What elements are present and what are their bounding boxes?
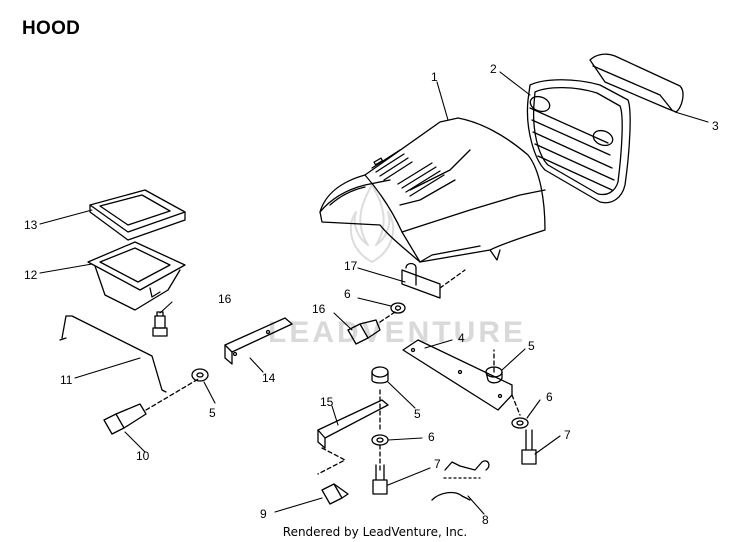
- callout-16-left: 16: [218, 292, 232, 306]
- part-15-strap: [317, 399, 389, 449]
- part-13-seat-pad: [89, 189, 186, 241]
- part-6-washer-lower: [371, 434, 389, 446]
- callout-15: 15: [320, 395, 334, 409]
- leader-dashed-4: [493, 349, 521, 416]
- part-12-tray: [87, 241, 186, 311]
- callout-7-lower: 7: [434, 457, 441, 471]
- leader-lines: [39, 71, 709, 515]
- callout-14: 14: [262, 371, 276, 385]
- callout-13: 13: [24, 218, 38, 232]
- callout-1: 1: [431, 70, 438, 84]
- part-7-bolt-right: [521, 429, 537, 465]
- callout-16-center: 16: [312, 302, 326, 316]
- part-5-nut-right: [485, 366, 503, 384]
- leader-dashed-5: [317, 447, 346, 475]
- part-7-bolt-lower: [372, 464, 388, 495]
- callout-6-lower: 6: [428, 430, 435, 444]
- part-17-hinge: [401, 262, 441, 299]
- part-6-washer-right: [511, 417, 529, 429]
- callout-5-center: 5: [414, 407, 421, 421]
- part-1-hood: [319, 117, 546, 263]
- callout-6-right: 6: [546, 390, 553, 404]
- leader-dashed-3: [379, 309, 399, 323]
- part-5-nut-center: [371, 366, 389, 384]
- part-6-washer-upper: [390, 302, 406, 314]
- footer-credit: Rendered by LeadVenture, Inc.: [282, 525, 468, 539]
- callout-12: 12: [24, 268, 38, 282]
- callout-8: 8: [482, 513, 489, 527]
- part-10-bolt: [103, 403, 147, 435]
- part-16-bolt-center: [347, 319, 381, 345]
- callout-5-left: 5: [209, 406, 216, 420]
- callout-11: 11: [60, 373, 73, 387]
- callout-5-right: 5: [528, 339, 535, 353]
- callout-7-right: 7: [564, 428, 571, 442]
- callout-2: 2: [490, 62, 497, 76]
- part-5-nut-left: [191, 368, 209, 382]
- part-2-grille: [526, 79, 631, 204]
- part-3-nameplate: [589, 53, 684, 113]
- callout-10: 10: [136, 449, 150, 463]
- callout-labels: 1 2 3 4 5 5 5 6 6 6 7 7 8 9 10 11 12 13 …: [24, 62, 719, 527]
- part-9-bolt: [321, 483, 349, 505]
- callout-17: 17: [344, 259, 358, 273]
- callout-9: 9: [260, 507, 267, 521]
- callout-3: 3: [712, 119, 719, 133]
- part-14-bracket: [224, 317, 293, 365]
- callout-6-upper: 6: [344, 287, 351, 301]
- part-16-bolt-left: [152, 311, 168, 337]
- callout-4: 4: [458, 331, 465, 345]
- part-4-plate: [402, 339, 513, 411]
- part-11-support-rod: [59, 315, 167, 393]
- leader-dashed-2: [439, 269, 466, 289]
- page-title: HOOD: [22, 18, 81, 39]
- watermark-text: LEADVENTURE: [268, 316, 527, 349]
- watermark-logo-icon: [349, 184, 395, 263]
- part-8-spring-clip: [431, 460, 490, 501]
- leader-dashed: [145, 377, 201, 411]
